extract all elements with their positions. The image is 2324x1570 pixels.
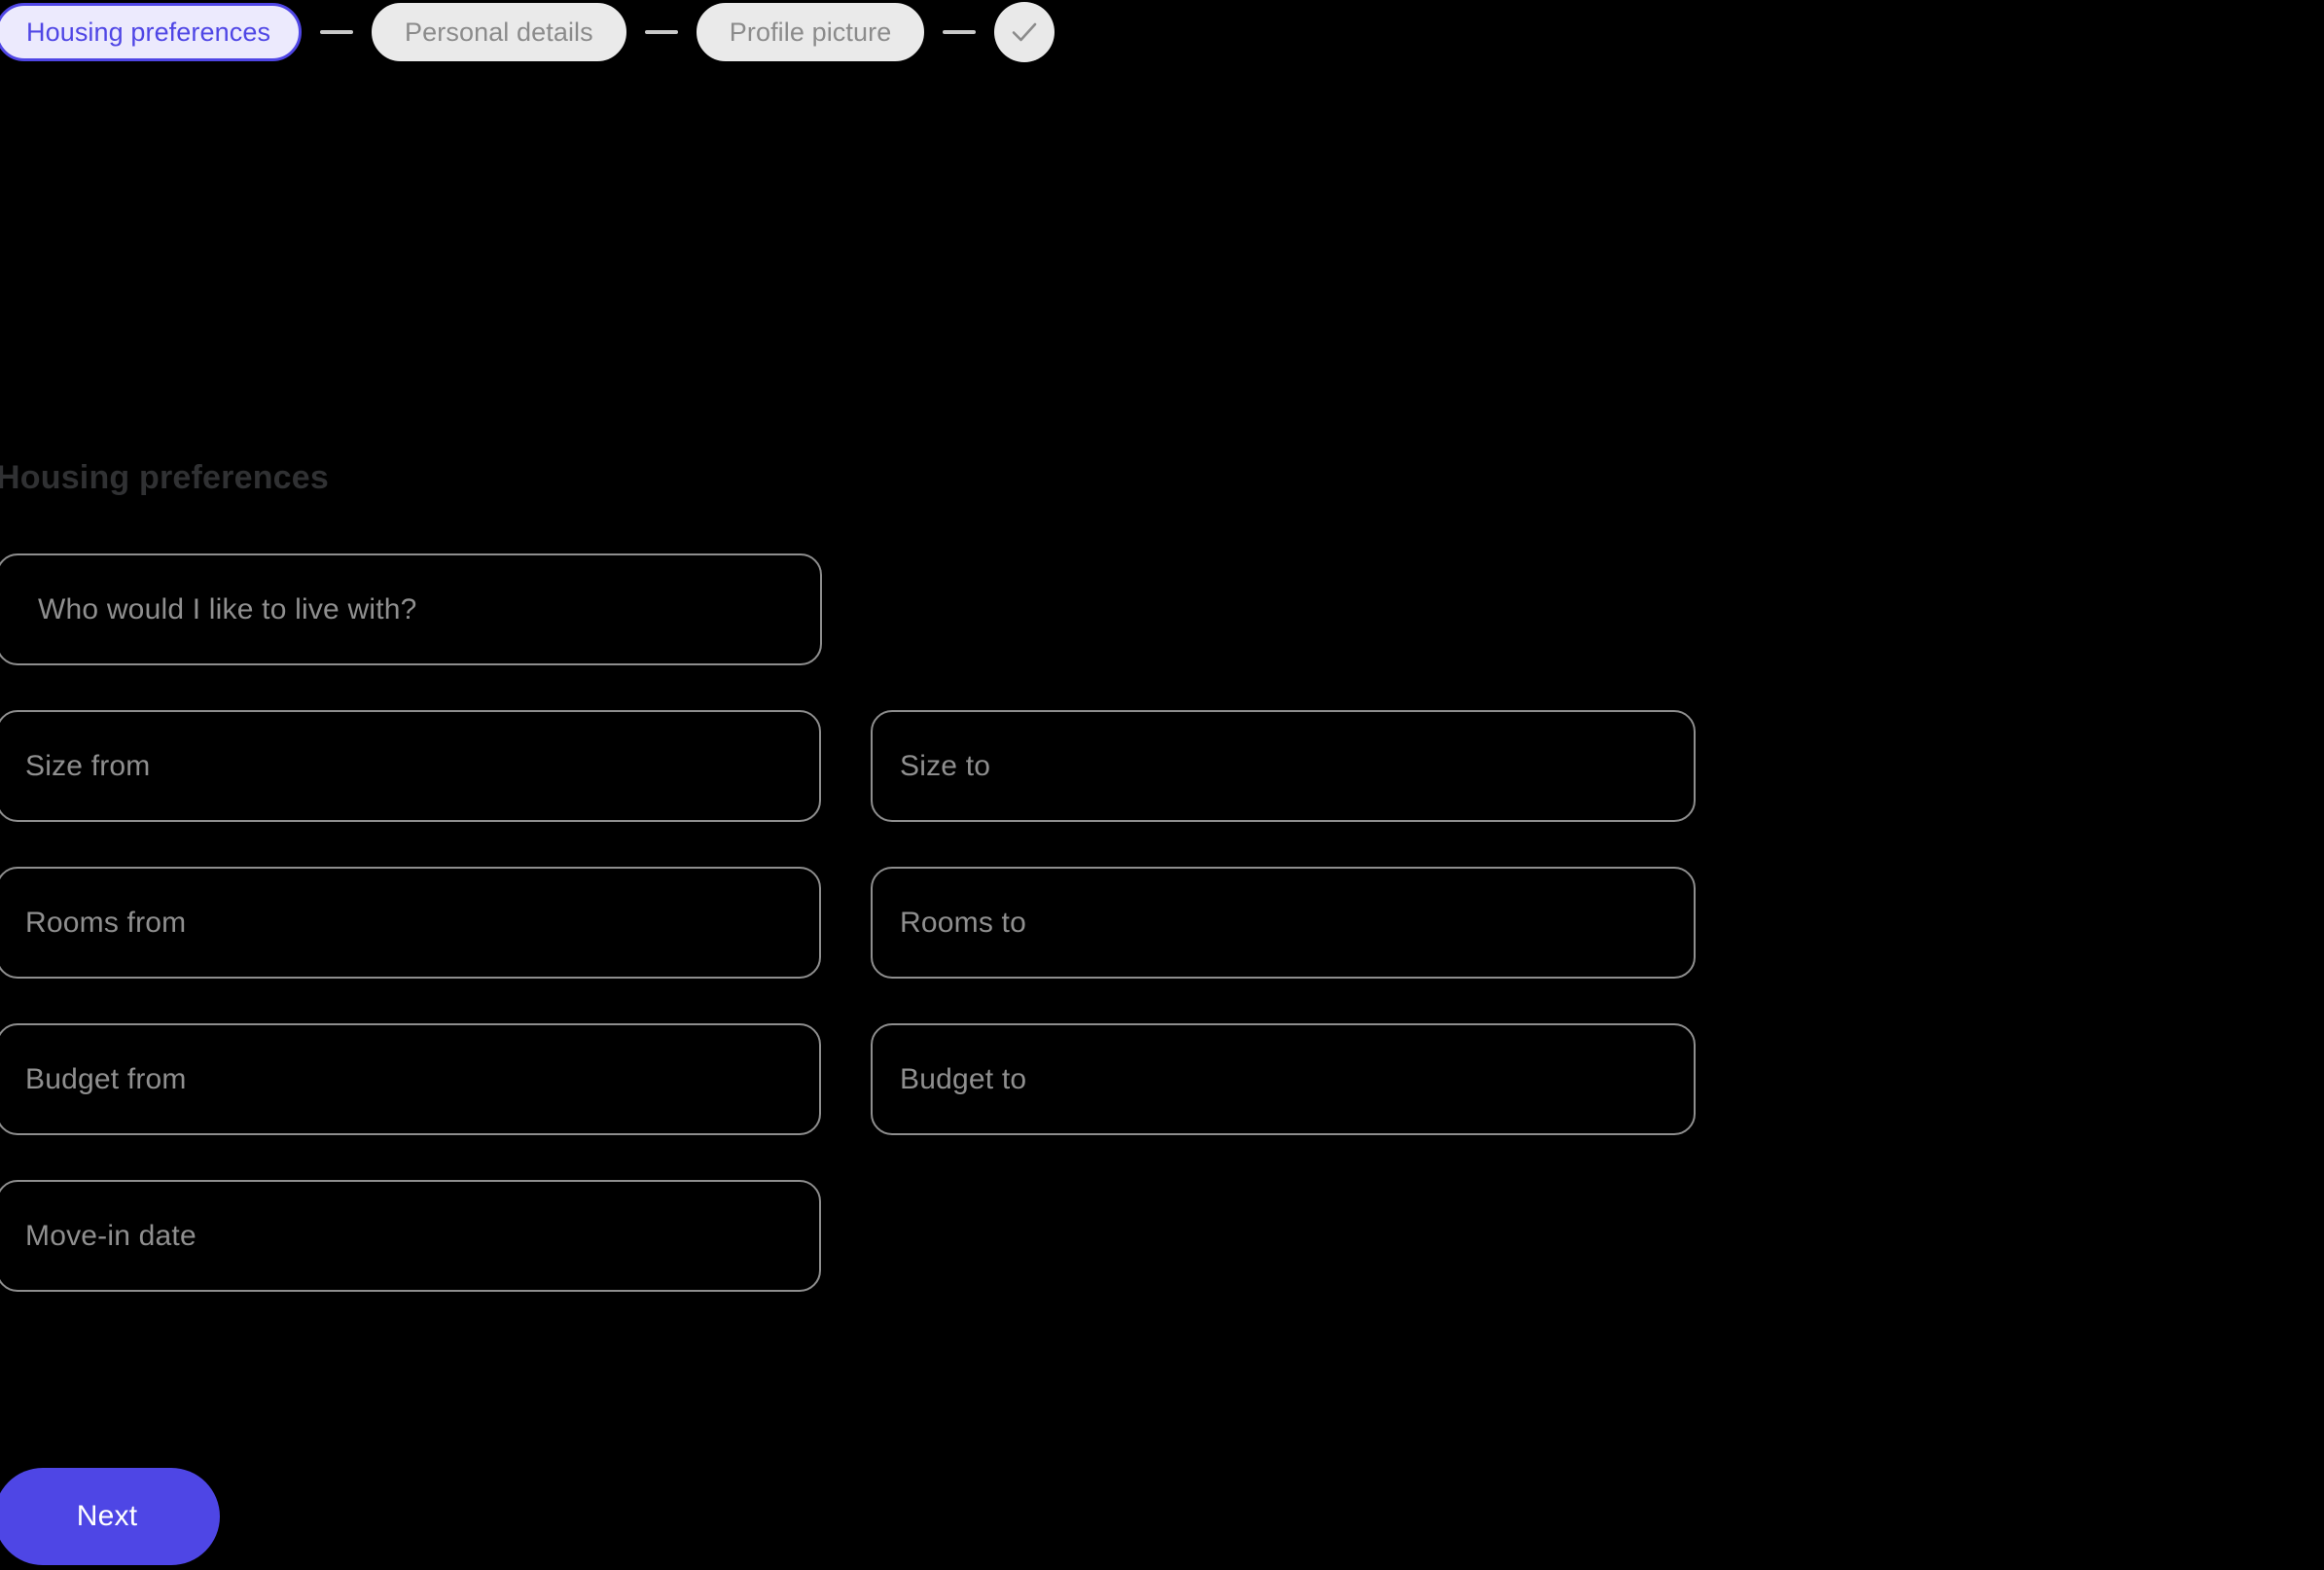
check-icon [1008, 16, 1041, 49]
field-placeholder: Size to [900, 749, 991, 782]
field-placeholder: Budget to [900, 1062, 1027, 1095]
rooms-to-field[interactable]: Rooms to [871, 867, 1696, 979]
size-to-field[interactable]: Size to [871, 710, 1696, 822]
step-connector [320, 30, 354, 34]
step-profile-picture[interactable]: Profile picture [696, 3, 925, 61]
next-button[interactable]: Next [0, 1468, 220, 1565]
form-row: Rooms from Rooms to [0, 867, 1708, 979]
field-placeholder: Size from [25, 749, 151, 782]
field-placeholder: Budget from [25, 1062, 187, 1095]
page-title: Housing preferences [0, 459, 330, 496]
field-placeholder: Who would I like to live with? [38, 592, 417, 625]
form-row: Size from Size to [0, 710, 1708, 822]
field-placeholder: Rooms from [25, 906, 187, 939]
step-housing-preferences[interactable]: Housing preferences [0, 3, 303, 61]
step-label: Personal details [405, 17, 593, 47]
budget-from-field[interactable]: Budget from [0, 1023, 821, 1135]
live-with-field[interactable]: Who would I like to live with? [0, 553, 822, 665]
step-connector [943, 30, 977, 34]
budget-to-field[interactable]: Budget to [871, 1023, 1696, 1135]
onboarding-stepper: Housing preferences Personal details Pro… [0, 2, 1055, 62]
housing-preferences-form: Who would I like to live with? Size from… [0, 553, 1708, 1337]
step-personal-details[interactable]: Personal details [372, 3, 626, 61]
rooms-from-field[interactable]: Rooms from [0, 867, 821, 979]
field-placeholder: Rooms to [900, 906, 1026, 939]
form-row: Move-in date [0, 1180, 1708, 1292]
move-in-date-field[interactable]: Move-in date [0, 1180, 821, 1292]
step-complete-indicator[interactable] [994, 2, 1055, 62]
size-from-field[interactable]: Size from [0, 710, 821, 822]
step-label: Housing preferences [26, 17, 271, 47]
step-label: Profile picture [729, 17, 892, 47]
field-placeholder: Move-in date [25, 1219, 197, 1252]
step-connector [644, 30, 678, 34]
form-row: Budget from Budget to [0, 1023, 1708, 1135]
form-row: Who would I like to live with? [0, 553, 1708, 665]
